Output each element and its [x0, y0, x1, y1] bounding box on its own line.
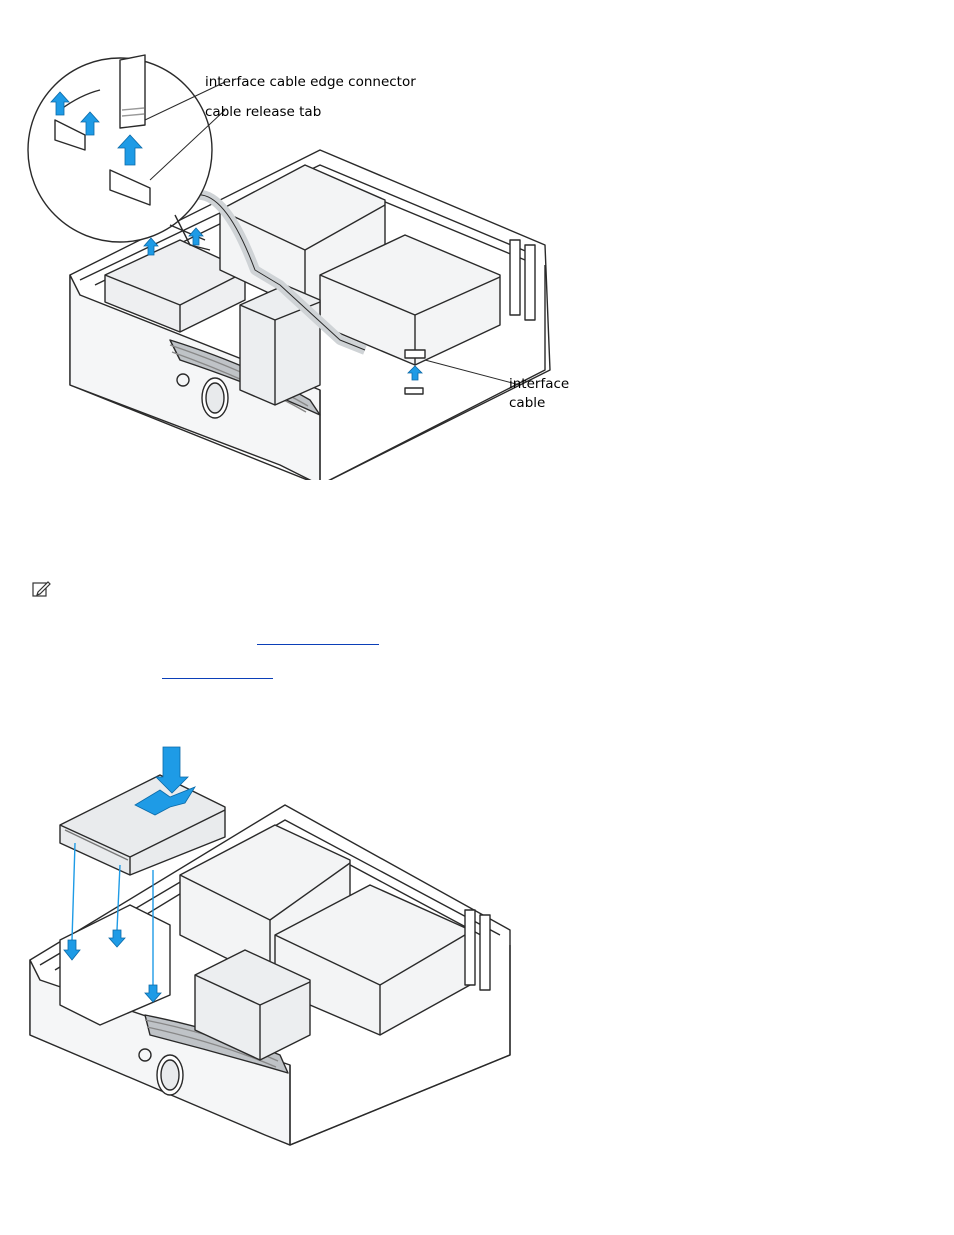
hyperlink-1[interactable] [257, 632, 379, 645]
callout-edge-connector: interface cable edge connector [205, 74, 416, 90]
callout-interface-cable-line2: cable [509, 395, 546, 411]
callout-release-tab: cable release tab [205, 104, 322, 120]
cable-removal-figure: interface cable edge connector cable rel… [20, 40, 640, 486]
chassis-illustration-2 [29, 746, 511, 1146]
note-pencil-icon [32, 580, 52, 598]
hyperlink-2[interactable] [162, 666, 273, 679]
drive-install-figure [20, 735, 530, 1150]
chassis-illustration-1 [27, 54, 551, 486]
callout-interface-cable-line1: interface [509, 376, 570, 392]
